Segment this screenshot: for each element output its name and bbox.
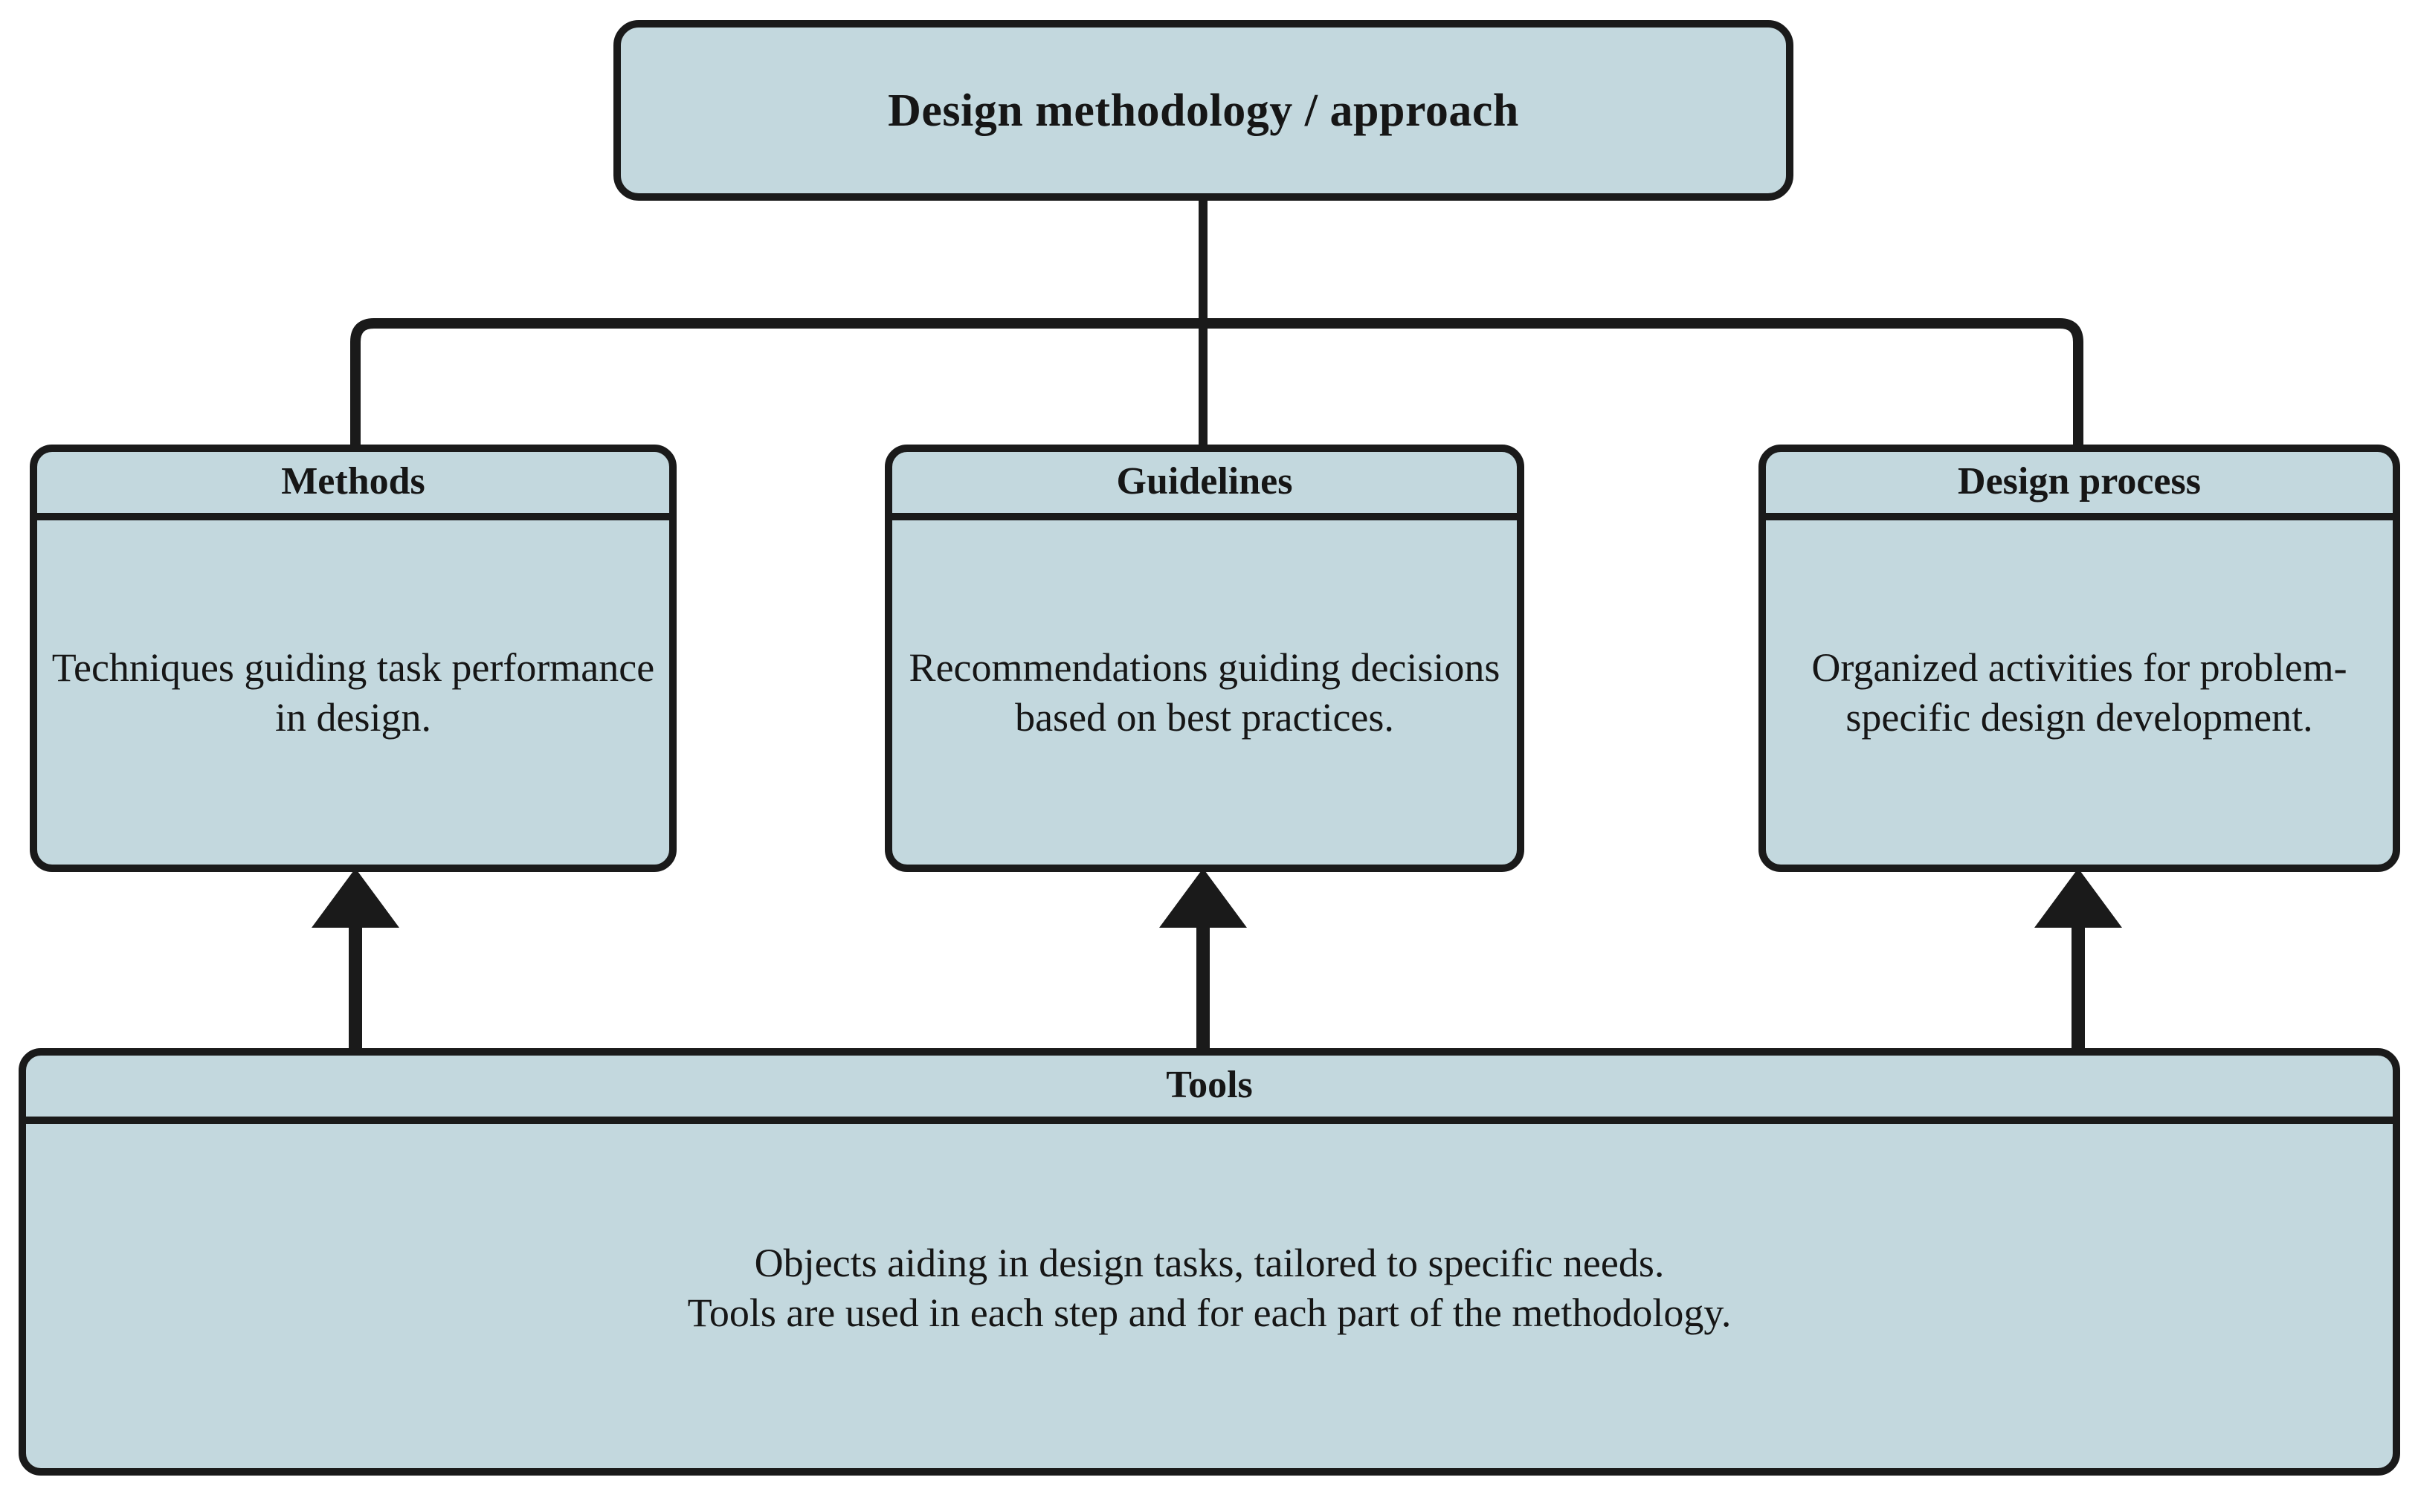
node-design-process-divider [1766, 513, 2393, 520]
arrow-tools-to-design-process [2034, 868, 2122, 1050]
node-guidelines-divider [892, 513, 1517, 520]
node-tools-body-line-1: Objects aiding in design tasks, tailored… [754, 1240, 1665, 1285]
node-tools-body-line-2: Tools are used in each step and for each… [687, 1290, 1732, 1335]
node-tools-header: Tools [1166, 1064, 1253, 1106]
node-design-process-body-text: Organized activities for problem-specifi… [1811, 644, 2347, 740]
node-design-methodology-title: Design methodology / approach [888, 85, 1519, 136]
node-methods-header: Methods [281, 460, 425, 503]
node-methods-body-text: Techniques guiding task performance in d… [51, 644, 655, 740]
node-design-process[interactable]: Design process Organized activities for … [1758, 445, 2400, 872]
node-methods-divider [37, 513, 669, 520]
node-methods-body: Techniques guiding task performance in d… [37, 520, 669, 865]
arrow-tools-to-methods [312, 868, 399, 1050]
node-tools-body-lines: Objects aiding in design tasks, tailored… [36, 1238, 2382, 1338]
node-guidelines[interactable]: Guidelines Recommendations guiding decis… [885, 445, 1524, 872]
node-tools[interactable]: Tools Objects aiding in design tasks, ta… [19, 1048, 2400, 1476]
node-methods[interactable]: Methods Techniques guiding task performa… [30, 445, 677, 872]
node-tools-divider [26, 1117, 2393, 1124]
node-design-process-header: Design process [1958, 460, 2201, 503]
node-tools-body: Objects aiding in design tasks, tailored… [26, 1124, 2393, 1468]
node-guidelines-body-text: Recommendations guiding decisions based … [909, 644, 1500, 740]
arrow-tools-to-guidelines [1159, 868, 1247, 1050]
node-design-methodology[interactable]: Design methodology / approach [613, 20, 1793, 201]
node-guidelines-body: Recommendations guiding decisions based … [892, 520, 1517, 865]
node-guidelines-header: Guidelines [1116, 460, 1293, 503]
node-design-process-body: Organized activities for problem-specifi… [1766, 520, 2393, 865]
connector-branch-bus [350, 318, 2083, 445]
